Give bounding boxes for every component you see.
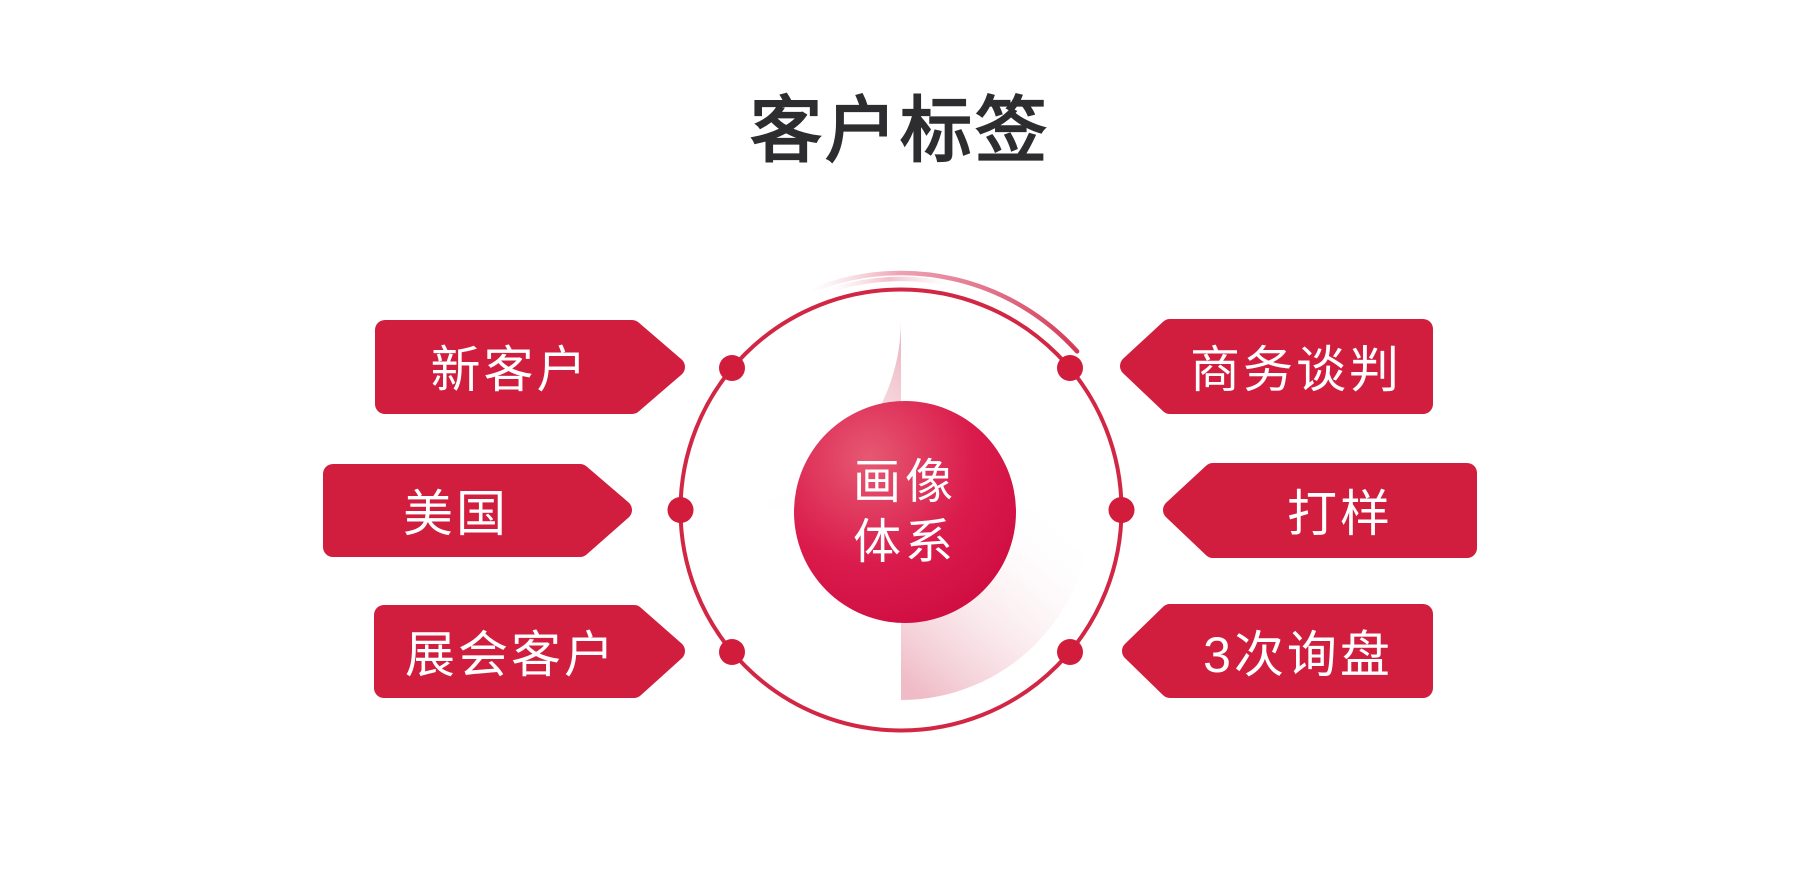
- tag-usa: 美国: [403, 486, 509, 542]
- swoosh-arc-short: [831, 276, 948, 292]
- tag-business-negotiation: 商务谈判: [1190, 342, 1402, 398]
- center-label: 画像 体系: [853, 453, 957, 573]
- orbit-dot-top-right: [1057, 355, 1083, 381]
- swoosh-arc-long: [809, 270, 1080, 354]
- tag-shape-three-inquiries: [1122, 604, 1433, 698]
- tag-sampling: 打样: [1287, 486, 1393, 542]
- center-label-line1: 画像: [852, 456, 958, 509]
- tag-shape-new-customer: [375, 320, 685, 414]
- tag-three-inquiries: 3次询盘: [1203, 627, 1393, 683]
- orbit-dot-right: [1108, 497, 1135, 523]
- center-label-line2: 体系: [852, 516, 958, 569]
- center-circle: [794, 401, 1016, 623]
- orbit-dot-bottom-right: [1057, 639, 1083, 665]
- orbit-dot-top-left: [719, 355, 745, 381]
- page-title: 客户标签: [749, 91, 1051, 172]
- tag-new-customer: 新客户: [430, 342, 590, 398]
- tag-shape-usa: [323, 464, 632, 557]
- orbit-dot-left: [667, 497, 694, 523]
- tag-shape-exhibition-customer: [374, 605, 685, 698]
- tag-shape-sampling: [1163, 463, 1477, 558]
- tag-shape-business-negotiation: [1120, 319, 1433, 414]
- tag-exhibition-customer: 展会客户: [405, 627, 617, 683]
- orbit-dot-bottom-left: [719, 639, 745, 665]
